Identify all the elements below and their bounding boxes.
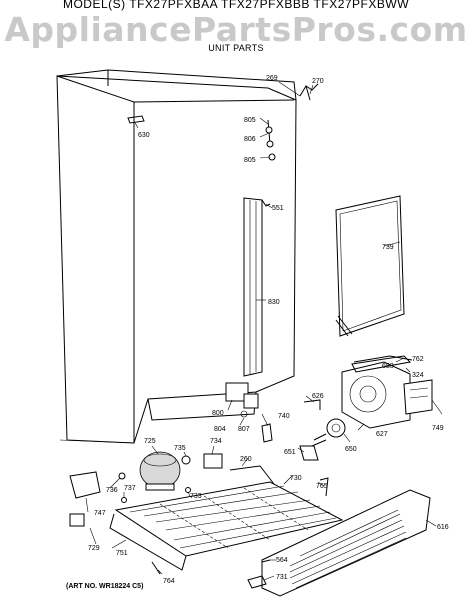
callout-651: 651 xyxy=(284,449,296,456)
callout-626: 626 xyxy=(312,393,324,400)
bolt-part xyxy=(121,497,127,503)
callout-260: 260 xyxy=(240,456,252,463)
callout-800: 800 xyxy=(212,410,224,417)
callout-739: 739 xyxy=(382,244,394,251)
callout-737: 737 xyxy=(124,485,136,492)
callout-764: 764 xyxy=(163,578,175,585)
callout-807: 807 xyxy=(238,426,250,433)
callout-683: 683 xyxy=(382,363,394,370)
compressor-part xyxy=(139,451,181,491)
callout-729: 729 xyxy=(88,545,100,552)
cover-part xyxy=(69,471,101,499)
valve-assembly-part xyxy=(225,382,259,418)
callout-765: 765 xyxy=(316,483,328,490)
callout-630: 630 xyxy=(138,132,150,139)
hinge-parts xyxy=(265,119,276,161)
callout-734: 734 xyxy=(210,438,222,445)
top-bracket-part xyxy=(299,83,319,101)
callout-269: 269 xyxy=(266,75,278,82)
screw-part xyxy=(261,199,271,207)
motor-bracket-part xyxy=(299,445,319,461)
grommet-part xyxy=(181,455,191,465)
wire-clip-part xyxy=(303,399,321,410)
section-title: UNIT PARTS xyxy=(208,43,264,53)
callout-725: 725 xyxy=(144,438,156,445)
callout-736: 736 xyxy=(106,487,118,494)
grille-part xyxy=(261,489,431,597)
drain-part xyxy=(319,477,329,497)
callout-735: 735 xyxy=(174,445,186,452)
cabinet-shape xyxy=(56,69,297,444)
callout-805-bottom: 805 xyxy=(244,157,256,164)
callout-830: 830 xyxy=(268,299,280,306)
leveler-part xyxy=(151,561,161,575)
callout-324: 324 xyxy=(412,372,424,379)
callout-730: 730 xyxy=(290,475,302,482)
fan-shroud-part xyxy=(341,355,433,429)
art-number: (ART NO. WR18224 C5) xyxy=(66,583,144,590)
leader-lines xyxy=(85,81,443,581)
tubing-part xyxy=(229,465,275,485)
small-clip-part xyxy=(127,115,145,124)
fan-motor-part xyxy=(311,418,346,447)
condenser-coil-part xyxy=(109,481,344,571)
clip-part xyxy=(185,487,191,493)
duct-part xyxy=(353,355,413,363)
watermark-logo: AppliancePartsPros.com xyxy=(4,10,468,49)
callout-749: 749 xyxy=(432,425,444,432)
callout-747: 747 xyxy=(94,510,106,517)
callout-616: 616 xyxy=(437,524,449,531)
callout-627: 627 xyxy=(376,431,388,438)
callout-564: 564 xyxy=(276,557,288,564)
callout-551: 551 xyxy=(272,205,284,212)
callout-762: 762 xyxy=(412,356,424,363)
callout-650: 650 xyxy=(345,446,357,453)
callout-806: 806 xyxy=(244,136,256,143)
callout-731: 731 xyxy=(276,574,288,581)
callout-804: 804 xyxy=(214,426,226,433)
model-numbers: MODEL(S) TFX27PFXBAA TFX27PFXBBB TFX27PF… xyxy=(62,0,410,11)
washer-part xyxy=(118,472,126,480)
overload-part xyxy=(203,453,223,469)
callout-740: 740 xyxy=(278,413,290,420)
callout-733: 733 xyxy=(190,493,202,500)
capacitor-part xyxy=(69,513,85,527)
gasket-part xyxy=(335,195,405,337)
callout-270: 270 xyxy=(312,78,324,85)
callout-labels: 269 270 805 806 805 630 551 739 830 683 … xyxy=(88,75,449,585)
callout-805-top: 805 xyxy=(244,117,256,124)
channel-part xyxy=(243,197,263,377)
callout-751: 751 xyxy=(116,550,128,557)
bracket-part xyxy=(247,575,267,589)
screw-part xyxy=(261,559,271,563)
relay-part xyxy=(261,423,273,443)
